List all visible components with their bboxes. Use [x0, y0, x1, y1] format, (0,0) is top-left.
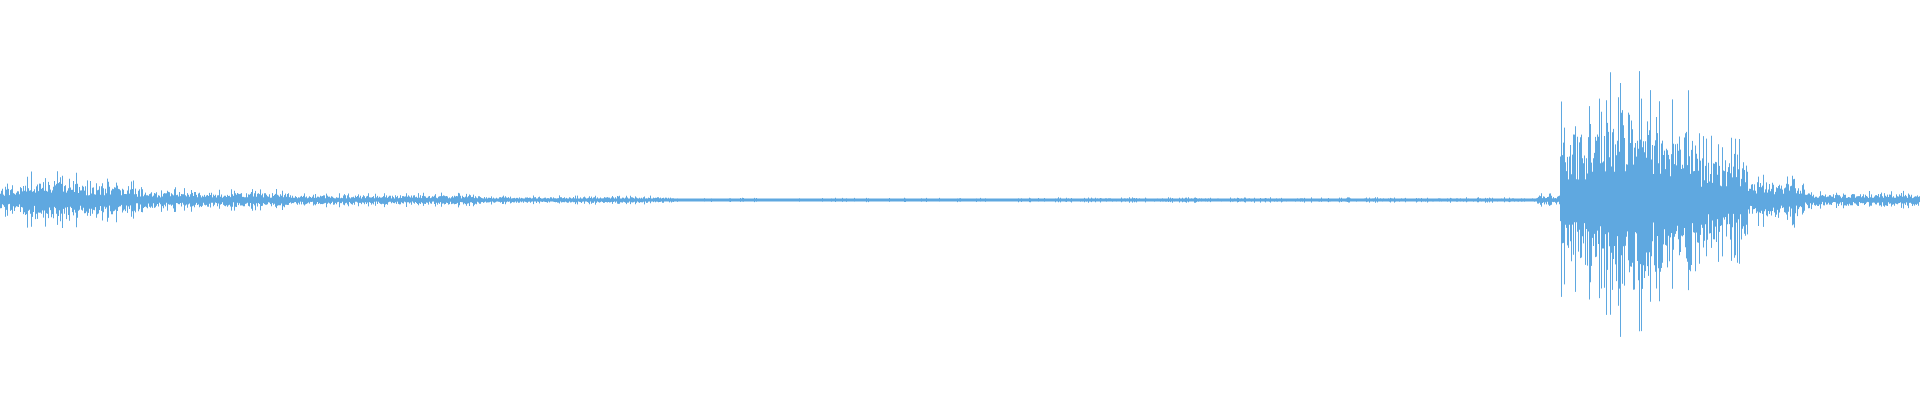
waveform-path: [0, 71, 1920, 337]
waveform-samples: [0, 71, 1920, 337]
